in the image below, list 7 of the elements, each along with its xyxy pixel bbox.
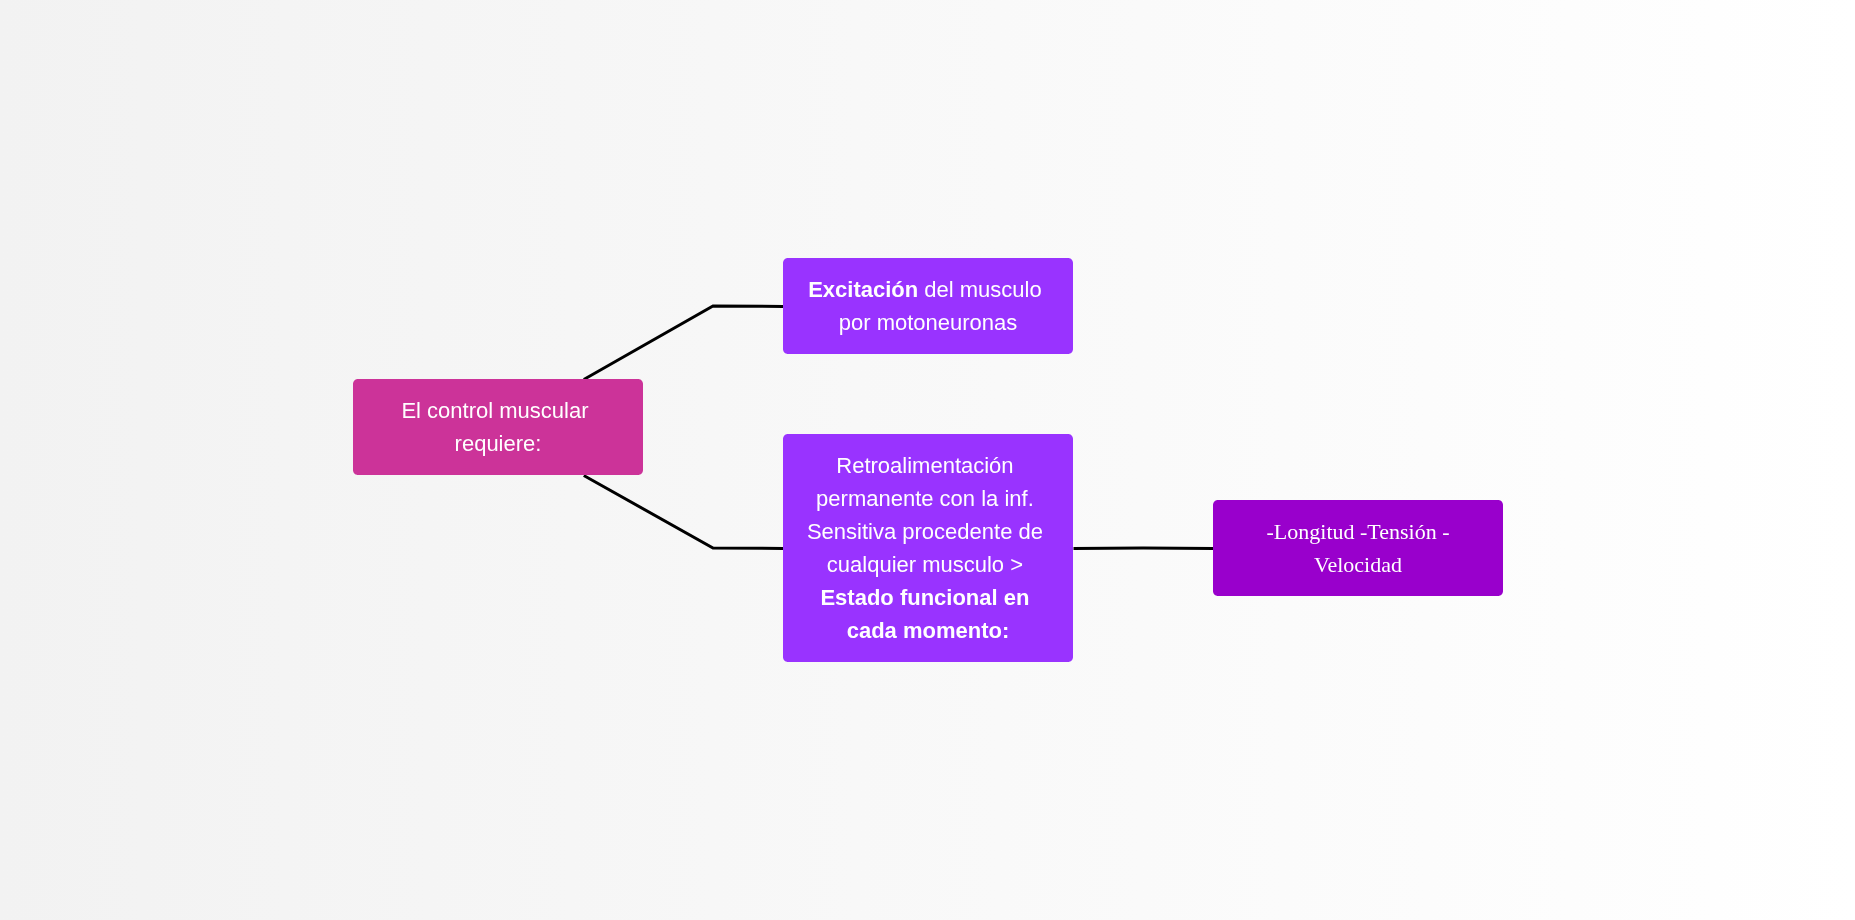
node-box: El control muscular requiere: — [352, 379, 643, 475]
connector — [1073, 546, 1213, 550]
node-box: Excitación del musculo por motoneuronas — [782, 258, 1073, 354]
connector — [582, 304, 783, 381]
node-box: Retroalimentación permanente con la inf. Sensitiva procedente de cualquier musculo > Estado funcional en cada momento: — [782, 434, 1073, 662]
connector — [582, 474, 783, 550]
node-box: -Longitud -Tensión -Velocidad — [1212, 500, 1503, 596]
